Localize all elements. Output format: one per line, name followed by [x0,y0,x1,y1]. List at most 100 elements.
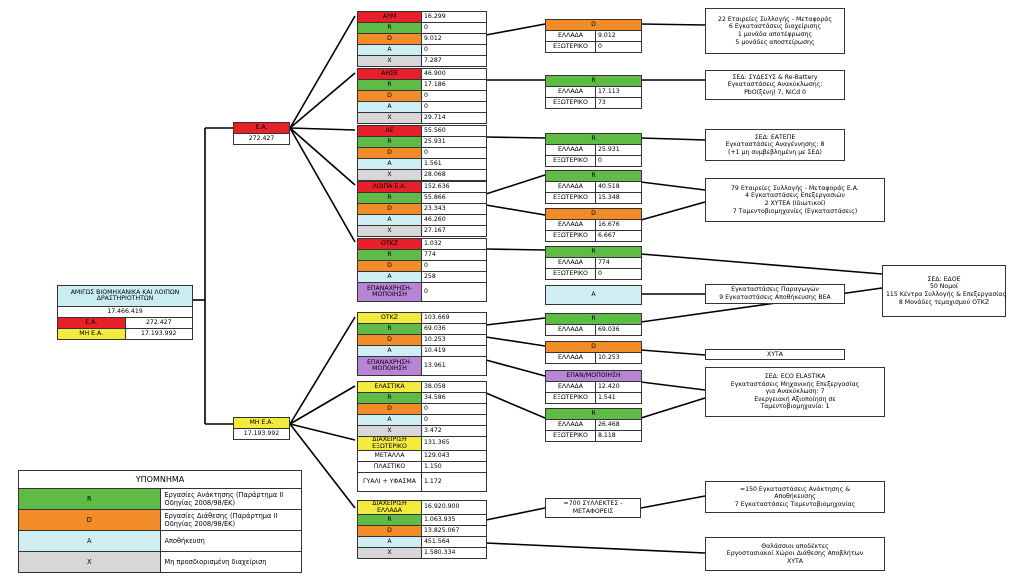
note-n10-line: ΧΥΤΑ [786,557,804,565]
root-total: 17.466.419 [57,306,193,318]
block-ahse-total: 46.900 [421,68,487,80]
mhea-node: ΜΗ Ε.Α. 17.193.992 [233,417,290,440]
block-ahse-row-label: A [357,101,422,113]
note-n1-line: 1 μονάδα αποτέφρωσης [737,31,813,38]
block-otkz1-row-value: 774 [421,249,487,261]
block-loipa-row-value: 23.343 [421,203,487,215]
block-diax_ext-row-label: ΜΕΤΑΛΛΑ [357,450,422,462]
dest-d5-row-value: 16.676 [594,219,643,231]
block-diax_ext-row-value: 129.043 [421,450,487,462]
note-n8-line: ΣΕΔ: ECO ELASTIKA [764,373,826,381]
note-n4-line: 7 Ταμεντοβιομηχανίες (Εγκαταστάσεις) [732,207,858,215]
block-diax_ell-row-label: R [357,514,422,526]
note-n5-line: 50 Νομοί [929,283,959,291]
block-aym-row-value: 0 [421,22,487,34]
note-n1-line: 5 μονάδες αποστείρωσης [735,38,815,46]
dest-d10-head: ΕΠΑΝ/ΜΟΠΟΙΗΣΗ [545,370,642,382]
dest-d11-row-label: ΕΛΛΑΔΑ [545,419,596,431]
note-n4-line: 79 Εταιρείες Συλλογής - Μεταφοράς Ε.Α. [731,184,859,192]
block-otkz1-row-value: 258 [421,271,487,283]
block-ahse-row-value: 0 [421,90,487,102]
dest-d11-head: R [545,408,642,420]
block-elastika-row-label: D [357,403,422,415]
dest-d10-row-value: 1.541 [595,392,642,404]
dest-d12-text: ≈700 ΣΥΛΛΕΚΤΕΣ - ΜΕΤΑΦΟΡΕΙΣ [563,500,623,515]
note-n4-line: 4 Εγκαταστάσεις Επεξεργασιών [745,192,845,200]
block-otkz1-row-value: 0 [421,282,487,302]
dest-d1-row-value: 9.012 [594,30,643,42]
block-otkz1-row-label: R [357,249,422,261]
block-aym-title: ΑΥΜ [357,11,422,23]
block-diax_ell-row-value: 1.580.334 [421,547,487,559]
dest-d3-row-value: 25.931 [595,144,642,156]
note-n3-line: Εγκαταστάσεις Αναγέννησης: 8 [725,141,825,149]
block-diax_ell-row-label: A [357,536,422,548]
note-n4: 79 Εταιρείες Συλλογής - Μεταφοράς Ε.Α.4 … [705,178,885,222]
note-n9-line: Αποθήκευσης [774,493,816,501]
root-mhea-value: 17.193.992 [124,328,193,340]
dest-d10-row-label: ΕΞΩΤΕΡΙΚΟ [545,392,596,404]
block-diax_ext-row-label: ΠΛΑΣΤΙΚΟ [357,461,422,473]
ea-value: 272.427 [233,133,290,145]
note-n6-line: 9 Εγκαταστάσεις Αποθήκευσης ΒΕΑ [719,294,831,301]
block-ae-row-value: 1.561 [421,158,487,170]
block-elastika-row-value: 0 [421,403,487,415]
block-otkz1-row-label: A [357,271,422,283]
mhea-value: 17.193.992 [233,428,290,440]
dest-d2-row-value: 73 [595,97,642,109]
legend-text-a: Αποθήκευση [159,530,302,552]
root-ea-label: Ε.Α. [57,317,126,329]
block-loipa-row-label: A [357,214,422,226]
block-diax_ell-row-value: 1.063.935 [421,514,487,526]
block-ahse-row-value: 29.714 [421,112,487,124]
dest-d12: ≈700 ΣΥΛΛΕΚΤΕΣ - ΜΕΤΑΦΟΡΕΙΣ [545,498,641,518]
block-otkz2-row-value: 10.253 [421,334,487,346]
block-elastika-row-value: 0 [421,414,487,426]
block-diax_ext-row-value: 1.172 [421,472,487,492]
legend-text-d: Εργασίες Διάθεσης (Παράρτημα ΙΙ Οδηγίας … [159,509,302,531]
dest-d5-row-value: 6.667 [594,230,643,242]
dest-d5-row-label: ΕΛΛΑΔΑ [545,219,596,231]
block-loipa-title: ΛΟΙΠΑ Ε.Α. [357,181,422,193]
block-otkz1-total: 1.032 [421,238,487,250]
legend-title: ΥΠΟΜΝΗΜΑ [18,470,302,489]
ea-label: Ε.Α. [233,122,290,134]
block-aym-row-label: A [357,44,422,56]
note-n8-line: Ταμεντοβιομηχανία: 1 [760,403,830,411]
dest-d4-row-label: ΕΞΩΤΕΡΙΚΟ [545,192,596,204]
mhea-label: ΜΗ Ε.Α. [233,417,290,429]
block-ae-row-label: A [357,158,422,170]
block-elastika-row-value: 3.472 [421,425,487,437]
dest-d9-head: D [544,341,643,353]
block-aym-row-label: X [357,55,422,67]
note-n4-line: 2 ΧΥΤΕΑ (Ιδιωτικοί) [764,200,826,207]
dest-d9-row-label: ΕΛΛΑΔΑ [545,352,596,364]
root-summary-table: ΑΜΙΓΩΣ ΒΙΟΜΗΧΑΝΙΚΑ ΚΑΙ ΛΟΙΠΩΝ ΔΡΑΣΤΗΡΙΟΤ… [57,285,193,340]
note-n2-line: PbO(ξένη) 7, NiCd 0 [744,88,806,96]
dest-d5-row-label: ΕΞΩΤΕΡΙΚΟ [545,230,596,242]
note-n3-line: (+1 μη συμβεβλημένη με ΣΕΔ) [728,148,822,156]
block-otkz2-row-label: R [357,323,422,335]
block-diax_ell-row-value: 13.825.067 [421,525,487,537]
root-mhea-label: ΜΗ Ε.Α. [57,328,126,340]
legend-sym-a: A [18,530,161,552]
note-n8-line: για Ανακύκλωση: 7 [765,388,825,396]
block-elastika-row-value: 34.586 [421,392,487,404]
note-n7: ΧΥΤΑ [705,349,845,360]
root-title: ΑΜΙΓΩΣ ΒΙΟΜΗΧΑΝΙΚΑ ΚΑΙ ΛΟΙΠΩΝ ΔΡΑΣΤΗΡΙΟΤ… [57,285,193,307]
block-ae-row-value: 25.931 [421,136,487,148]
